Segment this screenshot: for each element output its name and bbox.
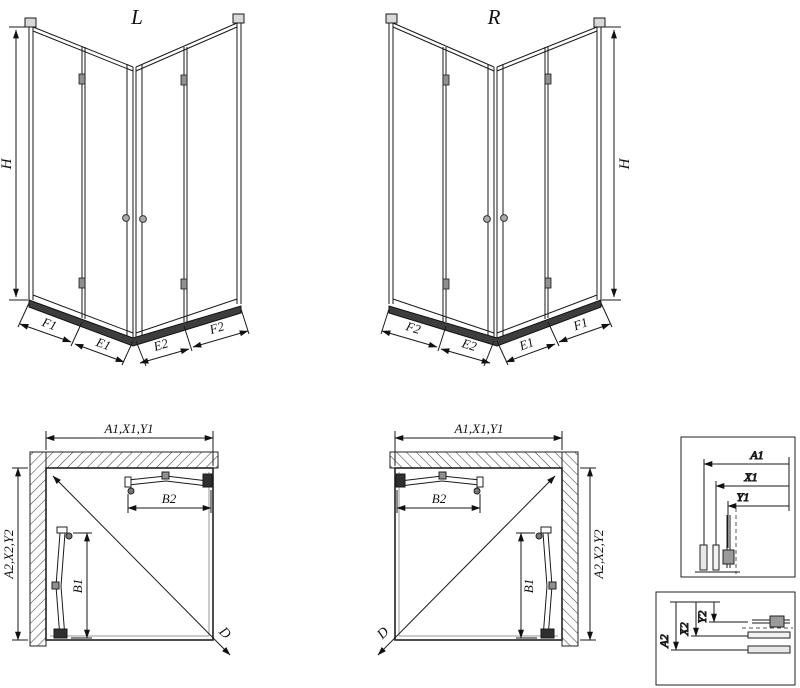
plan-view-right-art xyxy=(378,431,596,655)
detail-width-label: X1 xyxy=(743,470,757,484)
plan-right-diagonal-label: D xyxy=(374,625,392,643)
detail-width-label: Y1 xyxy=(737,490,750,504)
iso-right-title: R xyxy=(487,5,501,29)
plan-left-diagonal-label: D xyxy=(215,624,233,642)
detail-box-depth: A2 X2 Y2 xyxy=(655,591,796,686)
detail-depth-label: Y2 xyxy=(695,611,709,624)
iso-left-segment-label: E1 xyxy=(93,334,113,353)
iso-left-segment-label: F2 xyxy=(207,318,227,337)
plan-left-width-label: A1,X1,Y1 xyxy=(103,421,153,436)
adjustment-profile-section xyxy=(712,544,720,571)
iso-right-height-label: H xyxy=(617,157,633,170)
plan-left-door-depth-label: B1 xyxy=(70,579,85,593)
detail-depth-label: A2 xyxy=(657,634,671,648)
plan-left-door-width-label: B2 xyxy=(162,491,177,506)
plan-view-left: A1,X1,Y1 A2,X2,Y2 B2 B1 D xyxy=(1,421,233,655)
iso-view-right-art xyxy=(381,14,621,366)
glass-clamp xyxy=(769,615,785,628)
plan-right-door-width-label: B2 xyxy=(432,491,447,506)
plan-view-right: A1,X1,Y1 A2,X2,Y2 B2 B1 D xyxy=(374,421,606,655)
detail-box-width-frame xyxy=(680,436,796,578)
iso-left-segment-label: E2 xyxy=(151,335,171,354)
detail-width-label: A1 xyxy=(749,448,763,462)
iso-view-right: R H F2 E2 E1 F1 xyxy=(381,5,633,366)
iso-right-segment-label: E1 xyxy=(516,334,536,353)
iso-right-segment-label: E2 xyxy=(459,335,479,354)
detail-depth-label: X2 xyxy=(677,622,691,636)
iso-right-segment-label: F2 xyxy=(403,318,423,337)
wall-profile-section xyxy=(699,544,708,571)
glass-clamp xyxy=(722,549,735,565)
plan-right-depth-label: A2,X2,Y2 xyxy=(591,529,606,580)
plan-right-door-depth-label: B1 xyxy=(521,579,536,593)
adjustment-profile-section xyxy=(747,631,791,639)
plan-view-left-art xyxy=(12,431,230,655)
iso-left-height-label: H xyxy=(0,157,15,170)
iso-left-segment-label: F1 xyxy=(39,314,59,333)
iso-left-title: L xyxy=(130,5,143,29)
plan-right-width-label: A1,X1,Y1 xyxy=(453,421,503,436)
wall-profile-section xyxy=(747,645,791,654)
plan-left-depth-label: A2,X2,Y2 xyxy=(1,529,16,580)
iso-right-segment-label: F1 xyxy=(570,314,590,333)
iso-view-left: L H F1 E1 E2 F2 xyxy=(0,5,249,366)
detail-box-width: A1 X1 Y1 xyxy=(680,436,796,578)
